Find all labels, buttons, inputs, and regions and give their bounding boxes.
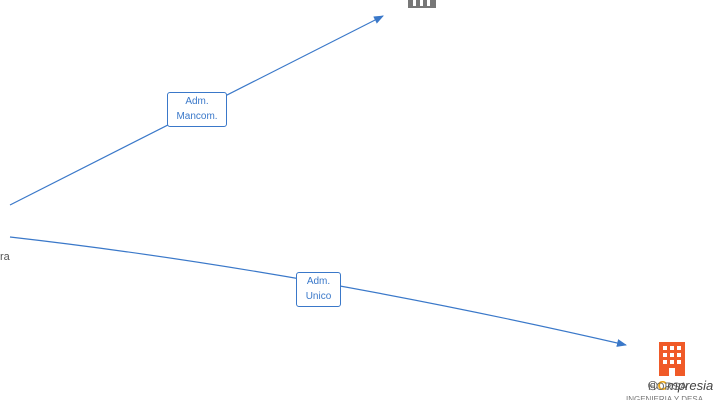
watermark: ©Cmpresia xyxy=(648,378,728,400)
edge-label-lower: Adm. Unico xyxy=(296,272,341,307)
company-bottom-subtitle: INGENIERIA Y DESA xyxy=(626,395,704,400)
edge-label-upper-line2: Mancom. xyxy=(176,111,218,122)
edge-label-lower-line1: Adm. xyxy=(306,276,331,287)
edge-label-upper-line1: Adm. xyxy=(185,96,209,107)
person-node-label[interactable]: ra xyxy=(0,251,10,263)
edge-label-lower-line2: Unico xyxy=(305,291,332,302)
watermark-copyright: © xyxy=(648,378,658,393)
building-icon-top[interactable] xyxy=(406,0,438,10)
company-bottom-label[interactable]: HORSA xyxy=(648,381,688,393)
building-icon-bottom[interactable] xyxy=(656,342,688,376)
watermark-c: C xyxy=(657,378,667,393)
edge-label-upper: Adm. Mancom. xyxy=(167,92,227,127)
watermark-text: mpresia xyxy=(666,378,714,393)
